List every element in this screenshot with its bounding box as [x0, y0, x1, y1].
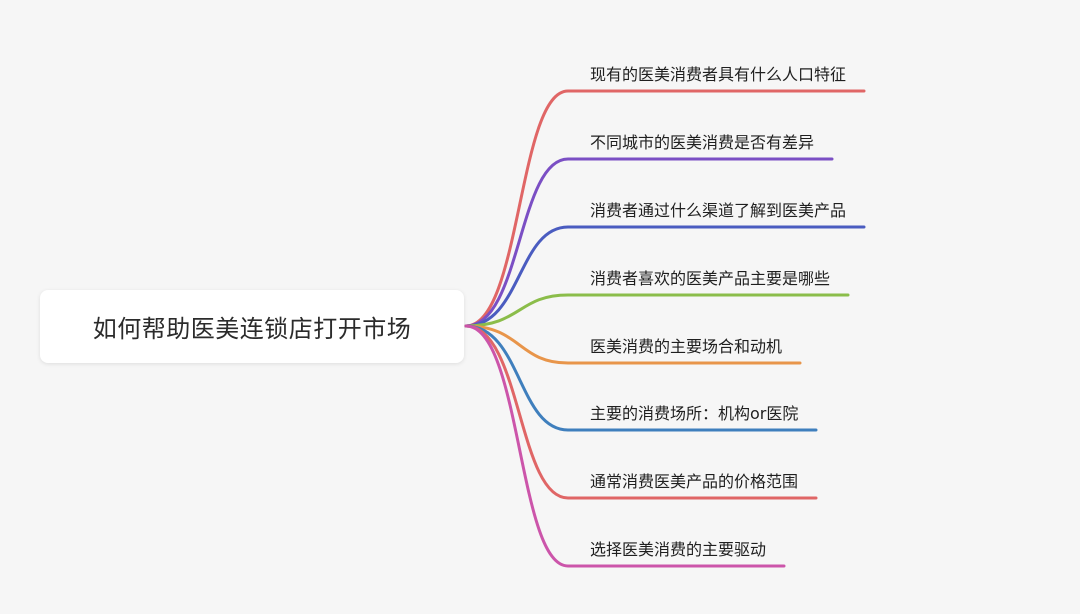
branch-node-7[interactable]: 通常消费医美产品的价格范围: [590, 472, 799, 491]
branch-node-3[interactable]: 消费者通过什么渠道了解到医美产品: [590, 201, 847, 220]
branch-node-8[interactable]: 选择医美消费的主要驱动: [590, 540, 767, 559]
branch-node-1[interactable]: 现有的医美消费者具有什么人口特征: [590, 65, 847, 84]
branch-node-5[interactable]: 医美消费的主要场合和动机: [590, 337, 783, 356]
root-node[interactable]: 如何帮助医美连锁店打开市场: [40, 290, 464, 363]
branch-connector: [464, 293, 850, 328]
branch-node-6[interactable]: 主要的消费场所：机构or医院: [590, 404, 799, 423]
root-node-label: 如何帮助医美连锁店打开市场: [92, 315, 412, 343]
branch-connector: [464, 324, 818, 432]
branch-node-4[interactable]: 消费者喜欢的医美产品主要是哪些: [590, 269, 831, 288]
branch-connector: [464, 324, 802, 365]
branch-connector: [464, 324, 818, 500]
branch-node-2[interactable]: 不同城市的医美消费是否有差异: [590, 133, 815, 152]
branch-connector: [464, 89, 866, 328]
branch-connector: [464, 157, 834, 328]
branch-connector: [464, 324, 786, 568]
branch-connector: [464, 225, 866, 328]
